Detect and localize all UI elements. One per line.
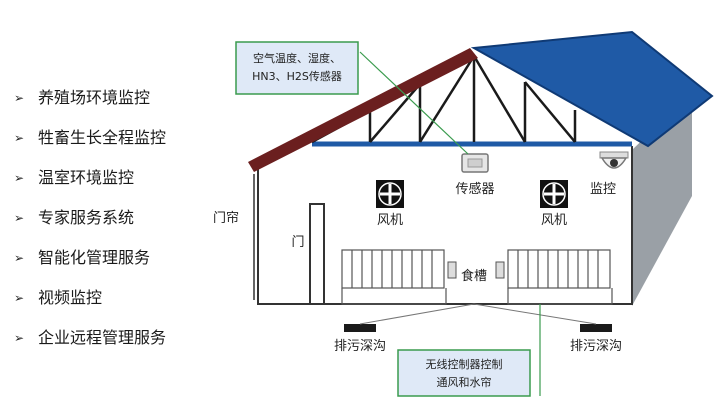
feature-item: ➢ 温室环境监控 bbox=[14, 168, 166, 208]
controller-callout-line1: 无线控制器控制 bbox=[426, 357, 503, 371]
sensor-callout-leader bbox=[359, 51, 469, 155]
feature-item: ➢ 养殖场环境监控 bbox=[14, 88, 166, 128]
door-label: 门 bbox=[291, 235, 304, 250]
feature-label: 牲畜生长全程监控 bbox=[38, 128, 167, 147]
controller-callout-line2: 通风和水帘 bbox=[437, 375, 492, 389]
camera-label: 监控 bbox=[590, 182, 616, 197]
feature-label: 智能化管理服务 bbox=[38, 248, 151, 267]
feature-list: ➢ 养殖场环境监控 ➢ 牲畜生长全程监控 ➢ 温室环境监控 ➢ 专家服务系统 ➢ 智能化管… bbox=[14, 88, 166, 368]
feature-item: ➢ 视频监控 bbox=[14, 288, 166, 328]
sensor-icon bbox=[461, 153, 489, 173]
feature-item: ➢ 牲畜生长全程监控 bbox=[14, 128, 166, 168]
arrow-bullet-icon: ➢ bbox=[14, 291, 25, 305]
fan-label-left: 风机 bbox=[377, 213, 403, 228]
pen-right bbox=[507, 249, 613, 305]
arrow-bullet-icon: ➢ bbox=[14, 331, 25, 345]
feature-label: 企业远程管理服务 bbox=[38, 328, 167, 347]
arrow-bullet-icon: ➢ bbox=[14, 251, 25, 265]
roof-panel bbox=[470, 30, 714, 148]
fan-label-right: 风机 bbox=[541, 213, 567, 228]
drain-right bbox=[580, 324, 612, 332]
camera-icon bbox=[599, 151, 629, 169]
sensor-callout bbox=[235, 41, 359, 95]
sensor-callout-line1: 空气温度、湿度、 bbox=[253, 51, 341, 65]
fan-icon bbox=[376, 180, 404, 208]
arrow-bullet-icon: ➢ bbox=[14, 131, 25, 145]
feature-label: 温室环境监控 bbox=[38, 168, 135, 187]
drain-slope bbox=[359, 303, 597, 325]
fan-icon bbox=[540, 180, 568, 208]
arrow-bullet-icon: ➢ bbox=[14, 171, 25, 185]
trough-label: 食槽 bbox=[461, 268, 487, 284]
feature-label: 视频监控 bbox=[38, 288, 103, 307]
arrow-bullet-icon: ➢ bbox=[14, 211, 25, 225]
trough bbox=[447, 261, 505, 279]
arrow-bullet-icon: ➢ bbox=[14, 91, 25, 105]
controller-callout bbox=[397, 349, 531, 397]
pen-left bbox=[341, 249, 447, 305]
feature-label: 专家服务系统 bbox=[38, 208, 135, 227]
feature-item: ➢ 企业远程管理服务 bbox=[14, 328, 166, 368]
curtain-label: 门帘 bbox=[213, 210, 239, 226]
drain-label-left: 排污深沟 bbox=[334, 339, 386, 354]
sensor-callout-line2: HN3、H2S传感器 bbox=[252, 70, 342, 83]
barn-door bbox=[309, 203, 325, 305]
feature-item: ➢ 专家服务系统 bbox=[14, 208, 166, 248]
feature-label: 养殖场环境监控 bbox=[38, 88, 151, 107]
drain-left bbox=[344, 324, 376, 332]
roof-eave bbox=[248, 48, 478, 172]
feature-item: ➢ 智能化管理服务 bbox=[14, 248, 166, 288]
drain-label-right: 排污深沟 bbox=[570, 339, 622, 354]
barn-front-wall bbox=[257, 146, 633, 305]
sensor-label: 传感器 bbox=[455, 181, 494, 197]
